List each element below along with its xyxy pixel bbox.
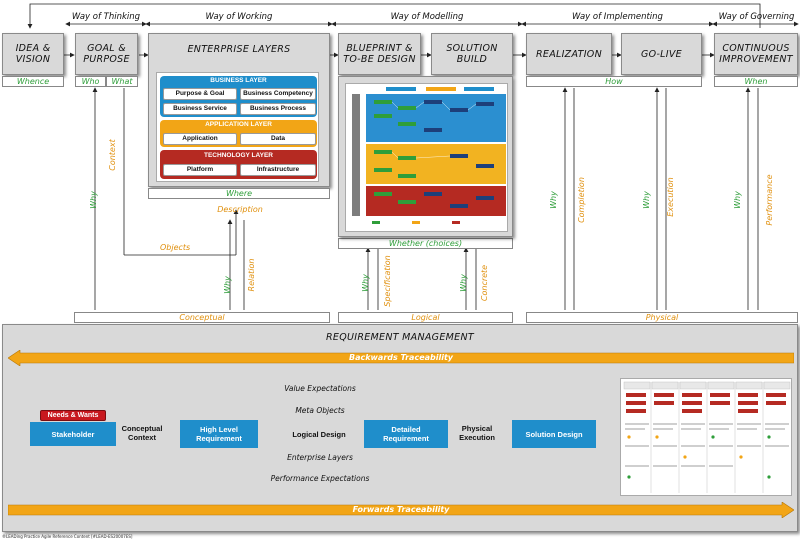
- question-where: Where: [148, 188, 330, 199]
- level-conceptual: Conceptual: [74, 312, 330, 323]
- step-goal-purpose: GOAL & PURPOSE: [75, 33, 138, 75]
- question-whence: Whence: [2, 76, 64, 87]
- blueprint-model-image: [345, 83, 508, 232]
- application-layer: APPLICATION LAYER Application Data: [160, 120, 317, 147]
- physical-execution-label: Physical Execution: [459, 424, 495, 442]
- forwards-traceability-label: Forwards Traceability: [352, 505, 450, 514]
- stakeholder-box: Stakeholder: [30, 422, 116, 446]
- label-why-5: Why: [549, 191, 558, 209]
- label-concrete: Concrete: [480, 264, 489, 302]
- cell-infrastructure: Infrastructure: [240, 164, 316, 176]
- label-why-3: Why: [361, 274, 370, 292]
- requirement-management-title: REQUIREMENT MANAGEMENT: [326, 331, 474, 343]
- cell-platform: Platform: [163, 164, 237, 176]
- technology-layer-title: TECHNOLOGY LAYER: [204, 152, 273, 159]
- conceptual-context-label: Conceptual Context: [121, 424, 163, 442]
- enterprise-layers-title: ENTERPRISE LAYERS: [187, 43, 291, 55]
- detailed-requirement-box: Detailed Requirement: [364, 420, 448, 448]
- phase-way-of-working: Way of Working: [205, 12, 273, 22]
- forwards-traceability-arrow: Forwards Traceability: [8, 502, 794, 518]
- footer-copyright: ®LEADing Practice Agile Reference Conten…: [2, 534, 133, 539]
- step-blueprint: BLUEPRINT & TO-BE DESIGN: [338, 33, 421, 75]
- step-solution-build: SOLUTION BUILD: [431, 33, 513, 75]
- performance-expectations-label: Performance Expectations: [270, 474, 370, 483]
- business-layer: BUSINESS LAYER Purpose & Goal Business C…: [160, 76, 317, 117]
- cell-data: Data: [240, 133, 316, 145]
- label-context: Context: [108, 139, 117, 171]
- business-layer-title: BUSINESS LAYER: [210, 77, 267, 84]
- question-what: What: [106, 76, 138, 87]
- step-idea-vision: IDEA & VISION: [2, 33, 64, 75]
- label-objects: Objects: [160, 243, 191, 252]
- question-when: When: [714, 76, 798, 87]
- backwards-traceability-label: Backwards Traceability: [348, 353, 454, 362]
- step-realization: REALIZATION: [526, 33, 612, 75]
- step-go-live: GO-LIVE: [621, 33, 702, 75]
- blueprint-model-thumbnail: [352, 87, 506, 224]
- label-why-1: Why: [89, 191, 98, 209]
- question-who: Who: [75, 76, 106, 87]
- needs-wants-badge: Needs & Wants: [40, 410, 106, 421]
- level-physical: Physical: [526, 312, 798, 323]
- label-why-4: Why: [459, 274, 468, 292]
- cell-purpose-goal: Purpose & Goal: [163, 88, 237, 100]
- logical-design-label: Logical Design: [292, 430, 346, 439]
- enterprise-layers-label: Enterprise Layers: [287, 453, 353, 462]
- label-specification: Specification: [383, 255, 392, 307]
- reference-content-thumbnail: [620, 378, 792, 496]
- meta-objects-label: Meta Objects: [295, 406, 345, 415]
- blueprint-panel: [338, 76, 513, 237]
- phase-way-of-governing: Way of Governing: [718, 12, 795, 22]
- solution-design-box: Solution Design: [512, 420, 596, 448]
- question-whether: Whether (choices): [338, 238, 513, 249]
- label-performance: Performance: [765, 174, 774, 226]
- enterprise-layers-panel: BUSINESS LAYER Purpose & Goal Business C…: [156, 72, 319, 182]
- phase-way-of-modelling: Way of Modelling: [390, 12, 464, 22]
- cell-business-competency: Business Competency: [240, 88, 316, 100]
- label-why-7: Why: [733, 191, 742, 209]
- cell-application: Application: [163, 133, 237, 145]
- label-relation: Relation: [247, 258, 256, 292]
- label-description: Description: [217, 205, 263, 214]
- phase-way-of-thinking: Way of Thinking: [71, 12, 141, 22]
- question-how: How: [526, 76, 702, 87]
- label-why-2: Why: [223, 276, 232, 294]
- cell-business-process: Business Process: [240, 103, 316, 115]
- cell-business-service: Business Service: [163, 103, 237, 115]
- technology-layer: TECHNOLOGY LAYER Platform Infrastructure: [160, 150, 317, 179]
- level-logical: Logical: [338, 312, 513, 323]
- high-level-requirement-box: High Level Requirement: [180, 420, 258, 448]
- label-completion: Completion: [577, 177, 586, 223]
- label-why-6: Why: [642, 191, 651, 209]
- label-execution: Execution: [666, 177, 675, 217]
- phase-way-of-implementing: Way of Implementing: [572, 12, 663, 22]
- value-expectations-label: Value Expectations: [284, 384, 356, 393]
- application-layer-title: APPLICATION LAYER: [205, 121, 272, 128]
- backwards-traceability-arrow: Backwards Traceability: [8, 350, 794, 366]
- step-continuous-improvement: CONTINUOUS IMPROVEMENT: [714, 33, 798, 75]
